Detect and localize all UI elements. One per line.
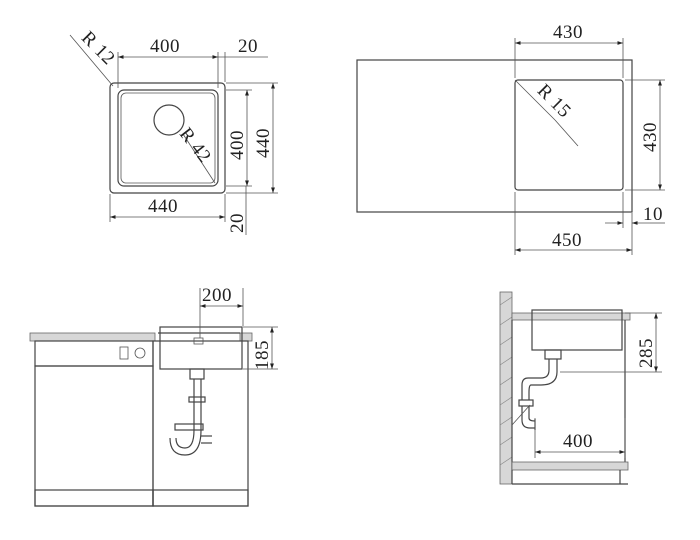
cabinet-floor-side bbox=[511, 461, 629, 471]
cutout-depth-label: 430 bbox=[640, 122, 661, 152]
side-trap-pipe bbox=[521, 359, 550, 400]
appliance-control-dial bbox=[134, 347, 146, 359]
corner-radius-leader bbox=[69, 34, 114, 87]
overflow-outlet bbox=[193, 337, 204, 345]
cutout-width-label: 430 bbox=[553, 22, 583, 43]
sink-outer-outline bbox=[109, 82, 226, 194]
sink-bowl-side bbox=[531, 309, 623, 351]
bowl-width-label: 400 bbox=[150, 36, 180, 57]
bowl-height-label: 185 bbox=[252, 340, 273, 370]
cabinet-width-label: 450 bbox=[552, 230, 582, 251]
bottom-right-side-view: 285 400 bbox=[499, 291, 662, 485]
sink-bowl-inner bbox=[120, 92, 216, 184]
rim-offset-bottom-label: 20 bbox=[227, 213, 248, 233]
top-left-sink-view: R 12 R 42 400 20 400 440 440 20 bbox=[69, 27, 278, 235]
sink-bowl-outline bbox=[117, 89, 219, 187]
appliance-control-knob bbox=[119, 346, 129, 360]
rim-offset-top-label: 20 bbox=[238, 36, 258, 57]
cutout-radius-leader bbox=[514, 79, 556, 121]
appliance-plinth bbox=[34, 489, 154, 507]
corner-radius-label: R 12 bbox=[77, 27, 119, 69]
trap-offset-label: 400 bbox=[563, 431, 593, 452]
cutout-outline bbox=[514, 79, 624, 191]
drain-offset-label: 200 bbox=[202, 285, 232, 306]
overall-width-label: 440 bbox=[148, 196, 178, 217]
install-height-label: 285 bbox=[636, 338, 657, 368]
bowl-depth-side-label: 400 bbox=[227, 130, 248, 160]
overall-depth-label: 440 bbox=[253, 128, 274, 158]
trap-nut bbox=[174, 423, 204, 431]
countertop-side bbox=[511, 312, 631, 321]
drain-circle bbox=[153, 104, 185, 136]
appliance-front bbox=[34, 365, 154, 507]
drain-radius-leader bbox=[182, 133, 216, 184]
top-right-cutout-view: 430 R 15 430 10 450 bbox=[356, 22, 665, 255]
cutout-radius-label: R 15 bbox=[533, 80, 575, 122]
bottom-left-front-view: 200 185 bbox=[29, 285, 278, 507]
edge-offset-label: 10 bbox=[643, 204, 663, 225]
siphon-trap bbox=[175, 429, 195, 449]
drain-fitting bbox=[189, 368, 205, 380]
side-drain-fitting bbox=[544, 349, 562, 360]
drain-radius-label: R 42 bbox=[175, 124, 215, 167]
countertop-outline bbox=[356, 59, 633, 213]
countertop-left bbox=[29, 332, 156, 342]
cabinet-plinth bbox=[152, 489, 249, 507]
